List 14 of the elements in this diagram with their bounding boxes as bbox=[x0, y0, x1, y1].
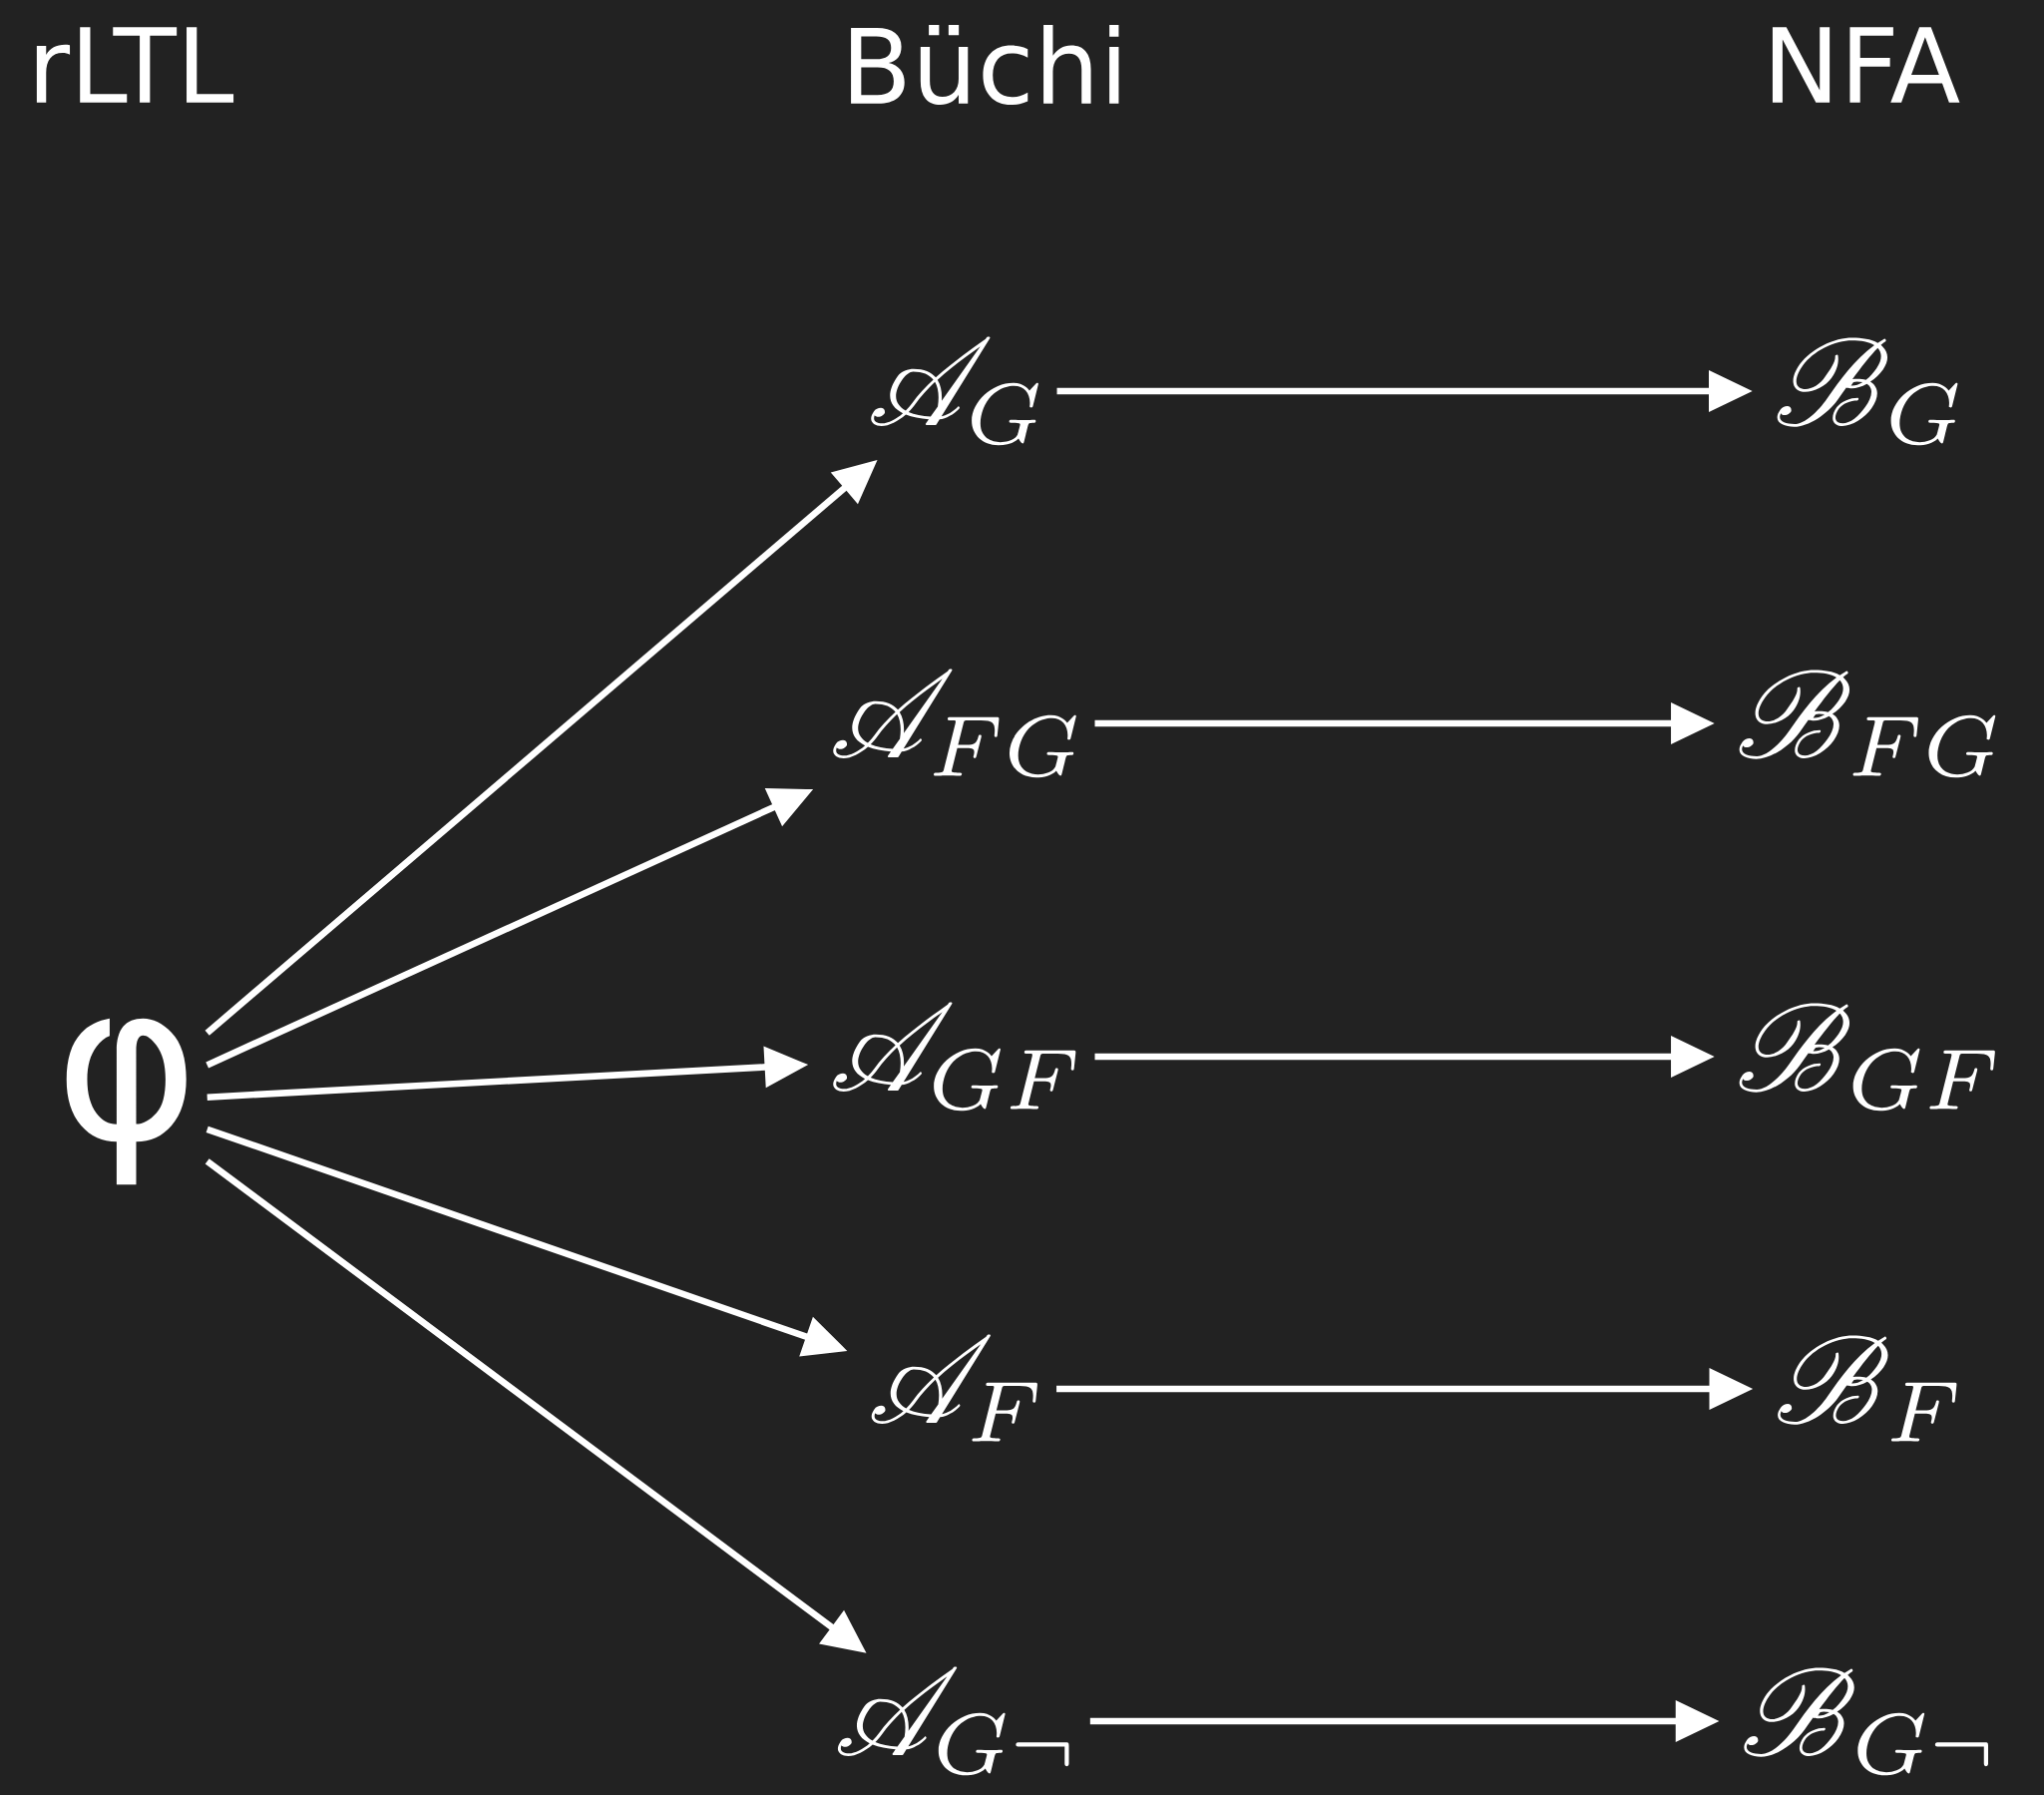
automaton-symbol: $\mathscr{B}_{FG}$ bbox=[1739, 670, 1996, 778]
automaton-symbol: $\mathscr{B}_{GF}$ bbox=[1739, 1003, 1995, 1112]
formula-symbol: φ bbox=[66, 1018, 187, 1185]
automaton-symbol: $\mathscr{A}_{G}$ bbox=[871, 336, 1038, 446]
automaton-symbol: $\mathscr{B}_{G\neg}$ bbox=[1744, 1667, 1988, 1776]
automaton-symbol: $\mathscr{B}_{F}$ bbox=[1778, 1335, 1957, 1442]
automaton-symbol: $\mathscr{A}_{F}$ bbox=[871, 1334, 1037, 1442]
column-heading: NFA bbox=[1772, 27, 1960, 103]
automaton-symbol: $\mathscr{A}_{GF}$ bbox=[833, 1002, 1076, 1112]
automaton-symbol: $\mathscr{A}_{G\neg}$ bbox=[837, 1666, 1069, 1776]
column-heading: Büchi bbox=[851, 24, 1119, 106]
column-heading: rLTL bbox=[36, 27, 234, 103]
automaton-symbol: $\mathscr{B}_{G}$ bbox=[1777, 337, 1958, 446]
automaton-symbol: $\mathscr{A}_{FG}$ bbox=[833, 669, 1076, 778]
